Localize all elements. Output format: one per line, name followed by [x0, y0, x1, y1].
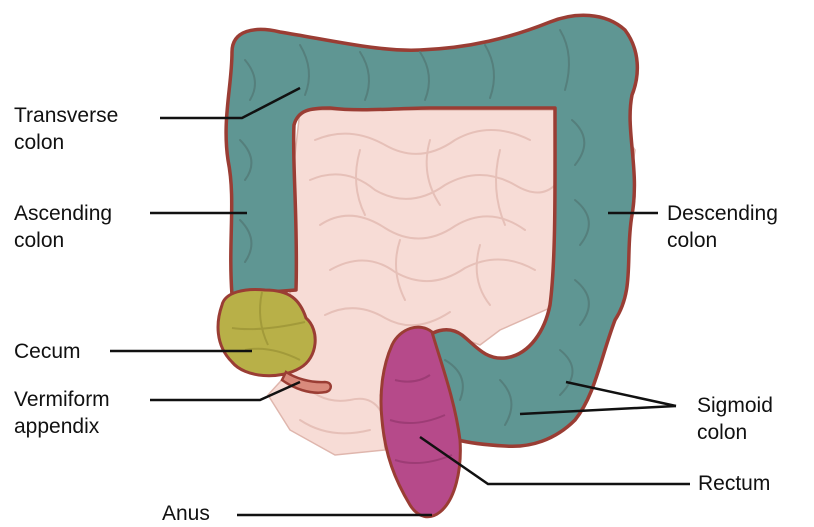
label-transverse-colon-line2: colon [14, 129, 118, 156]
label-sigmoid-colon-line2: colon [697, 419, 773, 446]
label-cecum-text: Cecum [14, 338, 81, 365]
label-anus-text: Anus [162, 500, 210, 527]
label-vermiform-appendix: Vermiform appendix [14, 386, 110, 440]
label-transverse-colon: Transverse colon [14, 102, 118, 156]
label-cecum: Cecum [14, 338, 81, 365]
label-anus: Anus [162, 500, 210, 527]
label-ascending-colon-line1: Ascending [14, 200, 112, 227]
label-descending-colon-line1: Descending [667, 200, 778, 227]
label-rectum: Rectum [698, 470, 770, 497]
label-ascending-colon: Ascending colon [14, 200, 112, 254]
label-sigmoid-colon-line1: Sigmoid [697, 392, 773, 419]
label-ascending-colon-line2: colon [14, 227, 112, 254]
label-descending-colon-line2: colon [667, 227, 778, 254]
label-vermiform-appendix-line1: Vermiform [14, 386, 110, 413]
label-transverse-colon-line1: Transverse [14, 102, 118, 129]
label-sigmoid-colon: Sigmoid colon [697, 392, 773, 446]
label-vermiform-appendix-line2: appendix [14, 413, 110, 440]
label-descending-colon: Descending colon [667, 200, 778, 254]
label-rectum-text: Rectum [698, 470, 770, 497]
